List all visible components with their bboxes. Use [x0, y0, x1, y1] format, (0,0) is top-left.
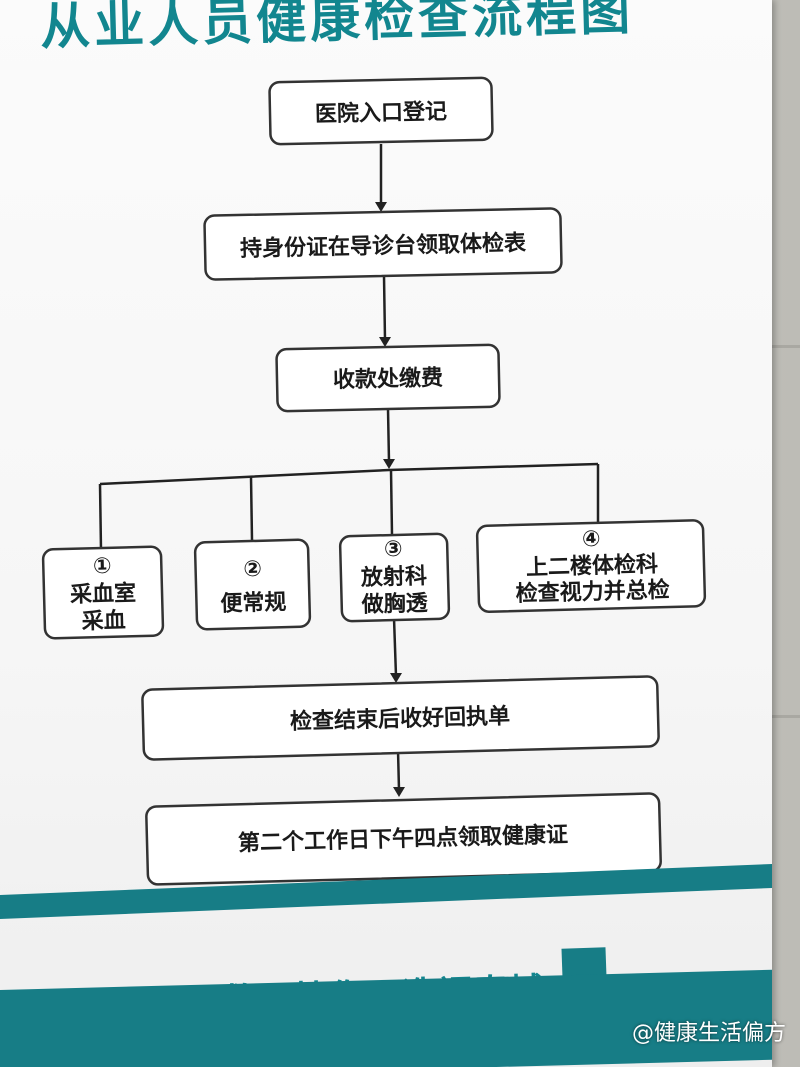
step-label-line-2: 检查视力并总检 [515, 577, 670, 607]
connectors [98, 144, 600, 797]
connector-form-pay [382, 275, 387, 341]
connector-receipt-pickup [396, 749, 401, 791]
step-pay: 收款处缴费 [275, 343, 501, 413]
step-register: 医院入口登记 [268, 76, 494, 146]
step-branch-2-stool: ② 便常规 [193, 538, 312, 631]
branch-bus [99, 462, 599, 486]
step-label-line-1: 放射科 [360, 563, 428, 591]
step-box [275, 343, 501, 413]
arrow-head [393, 787, 405, 797]
step-label: 持身份证在导诊台领取体检表 [240, 230, 527, 262]
step-branch-1-blood: ① 采血室 采血 [41, 545, 165, 640]
step-box [41, 545, 165, 640]
step-branch-3-radiology: ③ 放射科 做胸透 [338, 532, 451, 623]
step-label-line-1: 采血室 [70, 580, 137, 608]
step-label: 检查结束后收好回执单 [290, 703, 511, 735]
step-number: ③ [384, 537, 403, 562]
arrow-head [379, 337, 391, 347]
step-label: 收款处缴费 [333, 365, 444, 393]
poster-board: 从业人员健康检查流程图 医院入口登记 持身份证 [0, 0, 772, 1067]
step-box [268, 76, 494, 146]
connector-branch-1 [98, 483, 103, 551]
watermark-text: @健康生活偏方 [631, 1021, 786, 1046]
step-branch-4-exam: ④ 上二楼体检科 检查视力并总检 [475, 519, 707, 613]
step-number: ① [93, 554, 112, 579]
step-label-line-1: 便常规 [220, 589, 287, 617]
step-box [193, 538, 312, 631]
connector-branch-3 [389, 469, 394, 536]
step-collect-form: 持身份证在导诊台领取体检表 [203, 207, 563, 281]
step-pickup: 第二个工作日下午四点领取健康证 [145, 792, 662, 886]
tile-joint [772, 715, 800, 718]
arrow-head [375, 202, 387, 212]
connector-pay-branch [386, 408, 391, 463]
step-box [141, 675, 660, 761]
arrow-head [390, 673, 402, 683]
step-label-line-2: 做胸透 [360, 590, 429, 618]
step-box [475, 519, 707, 613]
arrow-head [383, 459, 395, 469]
step-receipt: 检查结束后收好回执单 [141, 675, 660, 761]
step-label-line-2: 采血 [81, 607, 126, 634]
step-number: ② [243, 557, 262, 582]
step-box [203, 207, 563, 281]
step-label-line-1: 上二楼体检科 [526, 551, 659, 580]
tile-joint [772, 345, 800, 348]
step-label: 医院入口登记 [315, 99, 448, 128]
connector-branch-2 [249, 476, 254, 541]
connector-branch-receipt [392, 617, 398, 677]
step-box [338, 532, 451, 623]
flowchart: 医院入口登记 持身份证在导诊台领取体检表 收款处缴费 ① 采血室 采血 ② 便常… [41, 76, 707, 886]
step-number: ④ [582, 527, 601, 552]
